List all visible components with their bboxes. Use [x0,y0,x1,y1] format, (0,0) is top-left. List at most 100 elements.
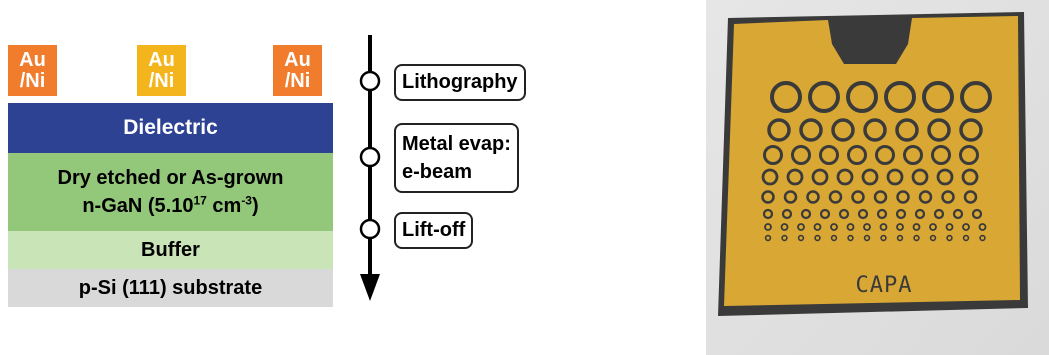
layer-n-gan: Dry etched or As-grown n-GaN (5.1017 cm-… [8,153,333,231]
contact-label-bottom: /Ni [148,69,175,92]
contact-ring [941,190,955,204]
contact-au-ni-3: Au /Ni [273,45,322,96]
contact-ring [978,223,987,231]
step-node-lithography [359,70,381,92]
contact-ring [791,145,811,165]
contact-ring [780,223,789,231]
step-label-line1: Metal evap: [402,133,511,155]
step-lift-off: Lift-off [394,212,474,249]
contact-ring [971,208,983,220]
contact-ring [761,190,775,204]
contact-ring [914,208,926,220]
contact-ring [863,118,887,142]
contact-ring [831,118,855,142]
layer-substrate: p-Si (111) substrate [8,269,333,307]
contact-ring [927,118,951,142]
contact-ring [781,234,788,242]
contact-ring [876,208,888,220]
substrate-label: p-Si (111) substrate [78,276,263,299]
step-node-lift-off [359,218,381,240]
contact-ring [946,234,953,242]
contact-ring [931,145,951,165]
contact-ring [879,223,888,231]
step-label: Lithography [402,71,518,93]
contact-label-top: Au [19,48,46,71]
contact-ring [814,234,821,242]
contact-ring [963,190,978,204]
contact-ring [884,81,916,113]
contact-ring [819,208,831,220]
contact-ring [767,118,791,142]
contact-ring [806,190,820,204]
step-label: Lift-off [402,219,466,241]
contact-ring [761,168,779,186]
contact-ring [800,208,812,220]
contact-ring [896,234,904,242]
contact-ring [873,190,888,204]
contact-label-top: Au [148,48,175,71]
contact-ring [811,168,829,186]
contact-ring [896,223,904,231]
contact-ring [786,168,804,186]
sample-photo: CAPA [706,0,1049,355]
contact-ring [896,190,910,204]
step-node-metal-evap [359,146,381,168]
contact-ring [797,223,805,231]
contact-ring [828,190,843,204]
contact-ring [797,234,805,242]
contact-ring [961,168,979,186]
contact-ring [886,168,904,186]
contact-ring [819,145,839,165]
contact-ring [764,234,772,242]
contact-ring [912,223,921,231]
buffer-label: Buffer [141,238,200,261]
contact-ring [875,145,895,165]
contact-ring [783,190,798,204]
contact-label-top: Au [284,48,311,71]
contact-ring [863,234,871,242]
contact-ring [781,208,793,220]
process-arrow [359,35,381,301]
n-gan-label-line2: n-GaN (5.1017 cm-3) [82,193,259,217]
contact-ring [903,145,923,165]
contact-ring [799,118,823,142]
contact-ring [911,168,929,186]
contact-ring [847,145,867,165]
contact-ring [913,234,920,242]
step-label-line2: e-beam [402,161,473,183]
sample-label: CAPA [856,273,913,298]
contact-ring [762,208,774,220]
step-lithography: Lithography [394,64,526,101]
contact-pattern [761,81,992,242]
contact-ring [962,223,970,231]
contact-ring [857,208,869,220]
contact-ring [836,168,854,186]
contact-ring [846,223,855,231]
contact-ring [979,234,986,242]
step-metal-evap: Metal evap: e-beam [394,123,519,193]
contact-ring [895,118,919,142]
contact-ring [929,223,937,231]
contact-ring [929,234,937,242]
contact-ring [945,223,954,231]
contact-ring [847,234,854,242]
contact-ring [933,208,945,220]
contact-label-bottom: /Ni [19,69,46,92]
contact-ring [770,81,802,113]
dielectric-label: Dielectric [123,116,218,139]
contact-ring [959,145,979,165]
contact-ring [763,145,783,165]
contact-ring [880,234,887,242]
contact-ring [838,208,850,220]
contact-ring [830,234,838,242]
contact-ring [813,223,822,231]
contact-ring [861,168,879,186]
contact-ring [952,208,964,220]
contact-label-bottom: /Ni [284,69,311,92]
contact-ring [936,168,954,186]
process-arrow-head [360,274,380,301]
contact-ring [960,81,992,113]
contact-ring [846,81,878,113]
layer-dielectric: Dielectric [8,103,333,153]
contact-ring [959,118,983,142]
